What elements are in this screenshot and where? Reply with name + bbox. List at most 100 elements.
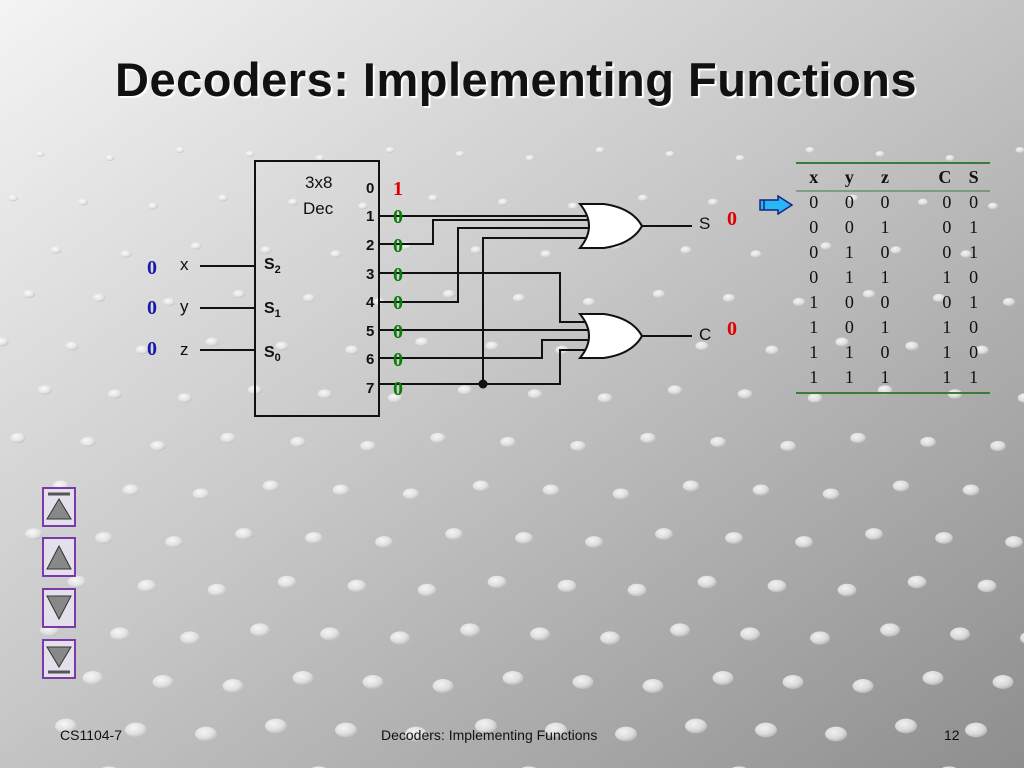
header-s: S (968, 167, 979, 187)
table-cell: 1 (844, 367, 854, 387)
table-cell: 0 (880, 342, 890, 362)
decoder-output-1: 1 (366, 208, 375, 225)
decoder-output-6: 6 (366, 351, 375, 368)
output-value-2: 0 (393, 235, 403, 257)
decoder-block (254, 160, 380, 417)
output-value-s: 0 (727, 208, 737, 230)
output-value-0: 1 (393, 178, 403, 200)
table-cell: 1 (880, 317, 890, 337)
current-row-arrow-icon (759, 195, 794, 215)
table-cell: 0 (942, 242, 952, 262)
output-value-5: 0 (393, 321, 403, 343)
table-cell: 0 (844, 317, 854, 337)
table-cell: 0 (942, 192, 952, 212)
output-value-c: 0 (727, 318, 737, 340)
table-cell: 1 (844, 242, 854, 262)
output-value-6: 0 (393, 349, 403, 371)
header-c: C (938, 167, 952, 187)
truth-table-header: x y z C S (796, 165, 990, 190)
nav-last-button[interactable] (42, 639, 76, 679)
header-y: y (844, 167, 854, 187)
input-value-x[interactable]: 0 (147, 257, 157, 279)
header-z: z (881, 167, 890, 187)
table-cell: 1 (942, 317, 952, 337)
output-value-7: 0 (393, 378, 403, 400)
up-icon (46, 544, 72, 570)
table-cell: 1 (969, 292, 979, 312)
nav-first-button[interactable] (42, 487, 76, 527)
table-cell: 0 (942, 292, 952, 312)
table-cell: 0 (809, 267, 819, 287)
nav-up-button[interactable] (42, 537, 76, 577)
table-cell: 0 (809, 217, 819, 237)
nav-down-button[interactable] (42, 588, 76, 628)
table-cell: 0 (942, 217, 952, 237)
select-label-s2: S2 (264, 256, 281, 277)
table-cell: 1 (942, 267, 952, 287)
first-icon (46, 492, 72, 520)
table-cell: 0 (844, 292, 854, 312)
last-icon (46, 646, 72, 674)
table-cell: 0 (844, 192, 854, 212)
table-cell: 1 (809, 367, 819, 387)
select-label-s0: S0 (264, 344, 281, 365)
slide-title: Decoders: Implementing Functions (115, 53, 918, 106)
table-cell: 0 (969, 192, 979, 212)
table-cell: 1 (809, 342, 819, 362)
decoder-name-line2: Dec (303, 199, 334, 218)
output-label-c: C (699, 325, 712, 344)
footer-title: Decoders: Implementing Functions (381, 727, 598, 743)
table-cell: 0 (844, 217, 854, 237)
table-cell: 1 (809, 292, 819, 312)
decoder-output-2: 2 (366, 237, 375, 254)
table-cell: 0 (880, 242, 890, 262)
table-cell: 1 (880, 367, 890, 387)
output-value-4: 0 (393, 292, 403, 314)
input-value-y[interactable]: 0 (147, 297, 157, 319)
table-cell: 1 (844, 342, 854, 362)
table-cell: 0 (809, 242, 819, 262)
table-cell: 1 (880, 217, 890, 237)
footer-course: CS1104-7 (60, 727, 123, 743)
down-icon (46, 595, 72, 621)
table-cell: 0 (880, 192, 890, 212)
input-value-z[interactable]: 0 (147, 338, 157, 360)
decoder-name-line1: 3x8 (305, 173, 333, 192)
input-label-y: y (180, 297, 189, 316)
select-label-s1: S1 (264, 300, 281, 321)
truth-table-rules (796, 162, 990, 394)
table-cell: 1 (942, 342, 952, 362)
output-value-3: 0 (393, 264, 403, 286)
table-cell: 0 (809, 192, 819, 212)
table-cell: 1 (942, 367, 952, 387)
decoder-output-3: 3 (366, 266, 375, 283)
input-label-z: z (180, 340, 189, 359)
decoder-output-7: 7 (366, 380, 375, 397)
table-cell: 1 (969, 217, 979, 237)
input-label-x: x (180, 255, 189, 274)
decoder-output-4: 4 (366, 294, 375, 311)
table-cell: 1 (844, 267, 854, 287)
table-cell: 1 (969, 242, 979, 262)
decoder-output-5: 5 (366, 323, 375, 340)
header-x: x (809, 167, 819, 187)
output-value-1: 0 (393, 206, 403, 228)
table-cell: 1 (880, 267, 890, 287)
slide-number: 12 (944, 727, 960, 743)
table-cell: 0 (969, 317, 979, 337)
table-cell: 1 (809, 317, 819, 337)
table-cell: 0 (969, 267, 979, 287)
table-cell: 1 (969, 367, 979, 387)
output-label-s: S (699, 214, 711, 233)
table-cell: 0 (969, 342, 979, 362)
